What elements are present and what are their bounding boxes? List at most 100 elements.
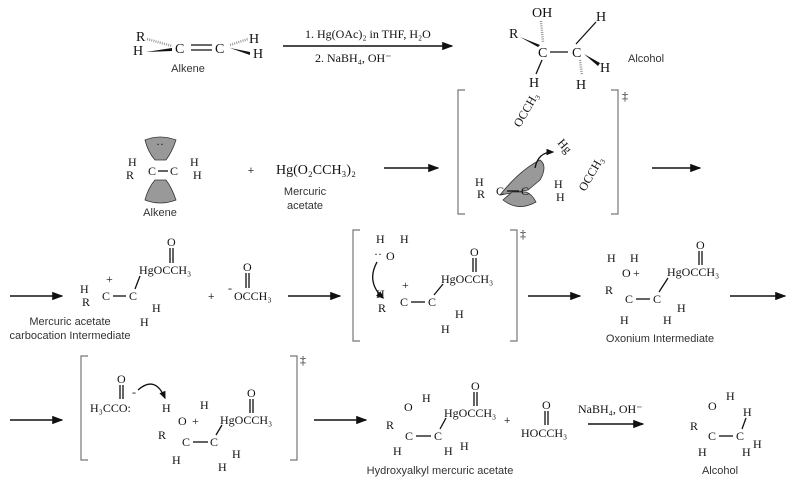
acetic-acid-formula: HOCCH₃	[521, 426, 567, 440]
wedge-bond	[230, 48, 250, 55]
atom-o: O	[178, 414, 187, 428]
hydroxyalkyl-mercuric-acetate: O H R C C HgOCCH₃ O H H H Hydroxyalkyl m…	[367, 379, 514, 477]
reduction-reagent: NaBH₄, OH⁻	[578, 402, 643, 416]
atom-h: H	[753, 437, 762, 451]
pi-orbital-lobe	[144, 179, 177, 204]
bracket-right	[290, 355, 298, 461]
curved-arrow	[372, 261, 384, 299]
curved-arrow	[534, 148, 555, 169]
hashed-bond	[578, 59, 584, 76]
plus-sign: +	[504, 415, 510, 427]
reagent-step-1: 1. Hg(OAc)₂ in THF, H₂O	[305, 27, 431, 41]
bracket-left	[457, 89, 465, 215]
atom-h: H	[80, 282, 89, 296]
atom-c: C	[572, 46, 581, 61]
atom-o: O	[386, 249, 395, 263]
plus-sign: +	[248, 165, 254, 177]
atom-h: H	[677, 301, 686, 315]
atom-h: H	[556, 190, 565, 204]
atom-r: R	[386, 418, 394, 432]
atom-h: H	[743, 405, 752, 419]
atom-h: H	[253, 47, 263, 62]
atom-c: C	[215, 42, 224, 57]
transition-state-symbol: ‡	[520, 227, 526, 241]
atom-o: O	[708, 399, 717, 413]
atom-h: H	[249, 32, 259, 47]
bond	[433, 283, 444, 296]
atom-h: H	[726, 389, 735, 403]
atom-h: H	[193, 168, 202, 182]
plus-sign: +	[208, 291, 214, 303]
final-alcohol: O H R C C H H H H Alcohol	[690, 389, 762, 477]
atom-o: O	[404, 400, 413, 414]
negative-charge: -	[132, 385, 136, 399]
atom-r: R	[690, 419, 698, 433]
atom-h: H	[376, 232, 385, 246]
atom-h: H	[218, 460, 227, 474]
atom-r: R	[158, 428, 166, 442]
acetate-ion: - OCCH₃ O	[228, 260, 272, 303]
curved-arrow	[137, 383, 166, 400]
transition-state-1: ‡ OCCH₃ Hg OCCH₃ H R C C H H	[457, 89, 628, 215]
transition-state-2: ‡ H H O ·· + H R C C HgOCCH₃ O H H	[352, 227, 526, 342]
atom-r: R	[605, 283, 613, 297]
atom-c: C	[210, 435, 218, 449]
atom-o: O	[247, 386, 256, 400]
carbocation-label-1: Mercuric acetate	[29, 316, 110, 328]
bracket-left	[80, 355, 88, 461]
atom-h: H	[172, 453, 181, 467]
bond	[134, 275, 141, 290]
hashed-bond	[539, 20, 545, 43]
atom-c: C	[428, 295, 436, 309]
atom-h: H	[162, 401, 171, 415]
pi-orbital-lobe	[144, 136, 177, 161]
atom-h: H	[576, 78, 586, 93]
atom-o: O	[243, 260, 252, 274]
wedge-bond	[146, 48, 172, 52]
bracket-left	[352, 229, 360, 342]
electron-pair: ··	[374, 247, 382, 261]
hashed-bond	[229, 37, 249, 47]
atom-r: R	[509, 27, 519, 42]
acetate-ion-formula: H₃CCO:	[90, 401, 131, 415]
overall-alkene: R H C C H H Alkene	[133, 30, 263, 75]
atom-h: H	[133, 44, 143, 59]
positive-charge: +	[106, 272, 113, 286]
mercuric-acetate-group: HgOCCH₃	[441, 272, 493, 286]
atom-c: C	[148, 164, 156, 178]
atom-h: H	[554, 177, 563, 191]
atom-o: O	[471, 379, 480, 393]
atom-h: H	[376, 287, 385, 301]
transition-state-3: ‡ H₃CCO: O - H H O + R C C HgOCCH₃ O H H…	[80, 353, 306, 474]
pi-orbital-lobe	[499, 159, 545, 196]
atom-oh: OH	[532, 6, 552, 21]
atom-c: C	[400, 295, 408, 309]
atom-c: C	[405, 429, 413, 443]
acetate-group: OCCH₃	[510, 90, 541, 130]
atom-h: H	[422, 391, 431, 405]
atom-h: H	[600, 61, 610, 76]
positive-charge: +	[192, 414, 199, 428]
atom-c: C	[538, 46, 547, 61]
atom-h: H	[460, 439, 469, 453]
negative-charge: -	[228, 281, 232, 295]
carbocation-intermediate: + H R C C HgOCCH₃ O H H Mercuric acetate…	[9, 235, 191, 342]
atom-h: H	[152, 301, 161, 315]
hashed-bond	[146, 37, 173, 48]
positive-charge: +	[633, 266, 640, 280]
bracket-right	[510, 229, 518, 342]
atom-c: C	[653, 292, 661, 306]
mercuric-acetate-formula: Hg(O₂CCH₃)₂	[276, 163, 356, 178]
bracket-right	[611, 89, 619, 215]
atom-h: H	[128, 155, 137, 169]
atom-c: C	[708, 429, 716, 443]
carbocation-label-2: carbocation Intermediate	[9, 330, 130, 342]
acetate-label: acetate	[287, 200, 323, 212]
mercuric-acetate-group: HgOCCH₃	[667, 265, 719, 279]
atom-r: R	[136, 30, 146, 45]
wedge-bond	[520, 37, 540, 47]
atom-c: C	[434, 429, 442, 443]
bond	[215, 424, 223, 436]
alcohol-label: Alcohol	[702, 465, 738, 477]
